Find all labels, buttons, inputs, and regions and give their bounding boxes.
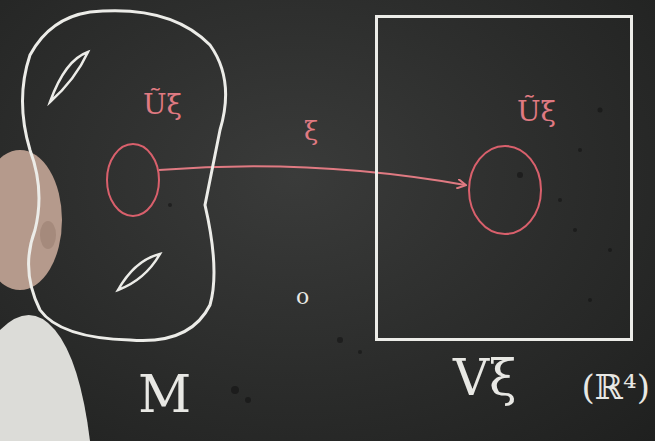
chalk-label: o (296, 286, 309, 308)
chart-domain: Ũξ (95, 85, 205, 225)
outline (20, 10, 235, 435)
chalk-label: (ℝ⁴) (582, 370, 650, 404)
node-label: Ũξ (517, 98, 556, 126)
map-arrow (159, 166, 465, 185)
chart-image: Ũξ (465, 90, 575, 235)
node-label: M (138, 368, 191, 420)
manifold-outline: M Ũξ (20, 10, 235, 435)
node-label: Vξ (453, 353, 517, 403)
arrow-label: ξ (304, 118, 318, 144)
node-label: Ũξ (143, 91, 182, 119)
